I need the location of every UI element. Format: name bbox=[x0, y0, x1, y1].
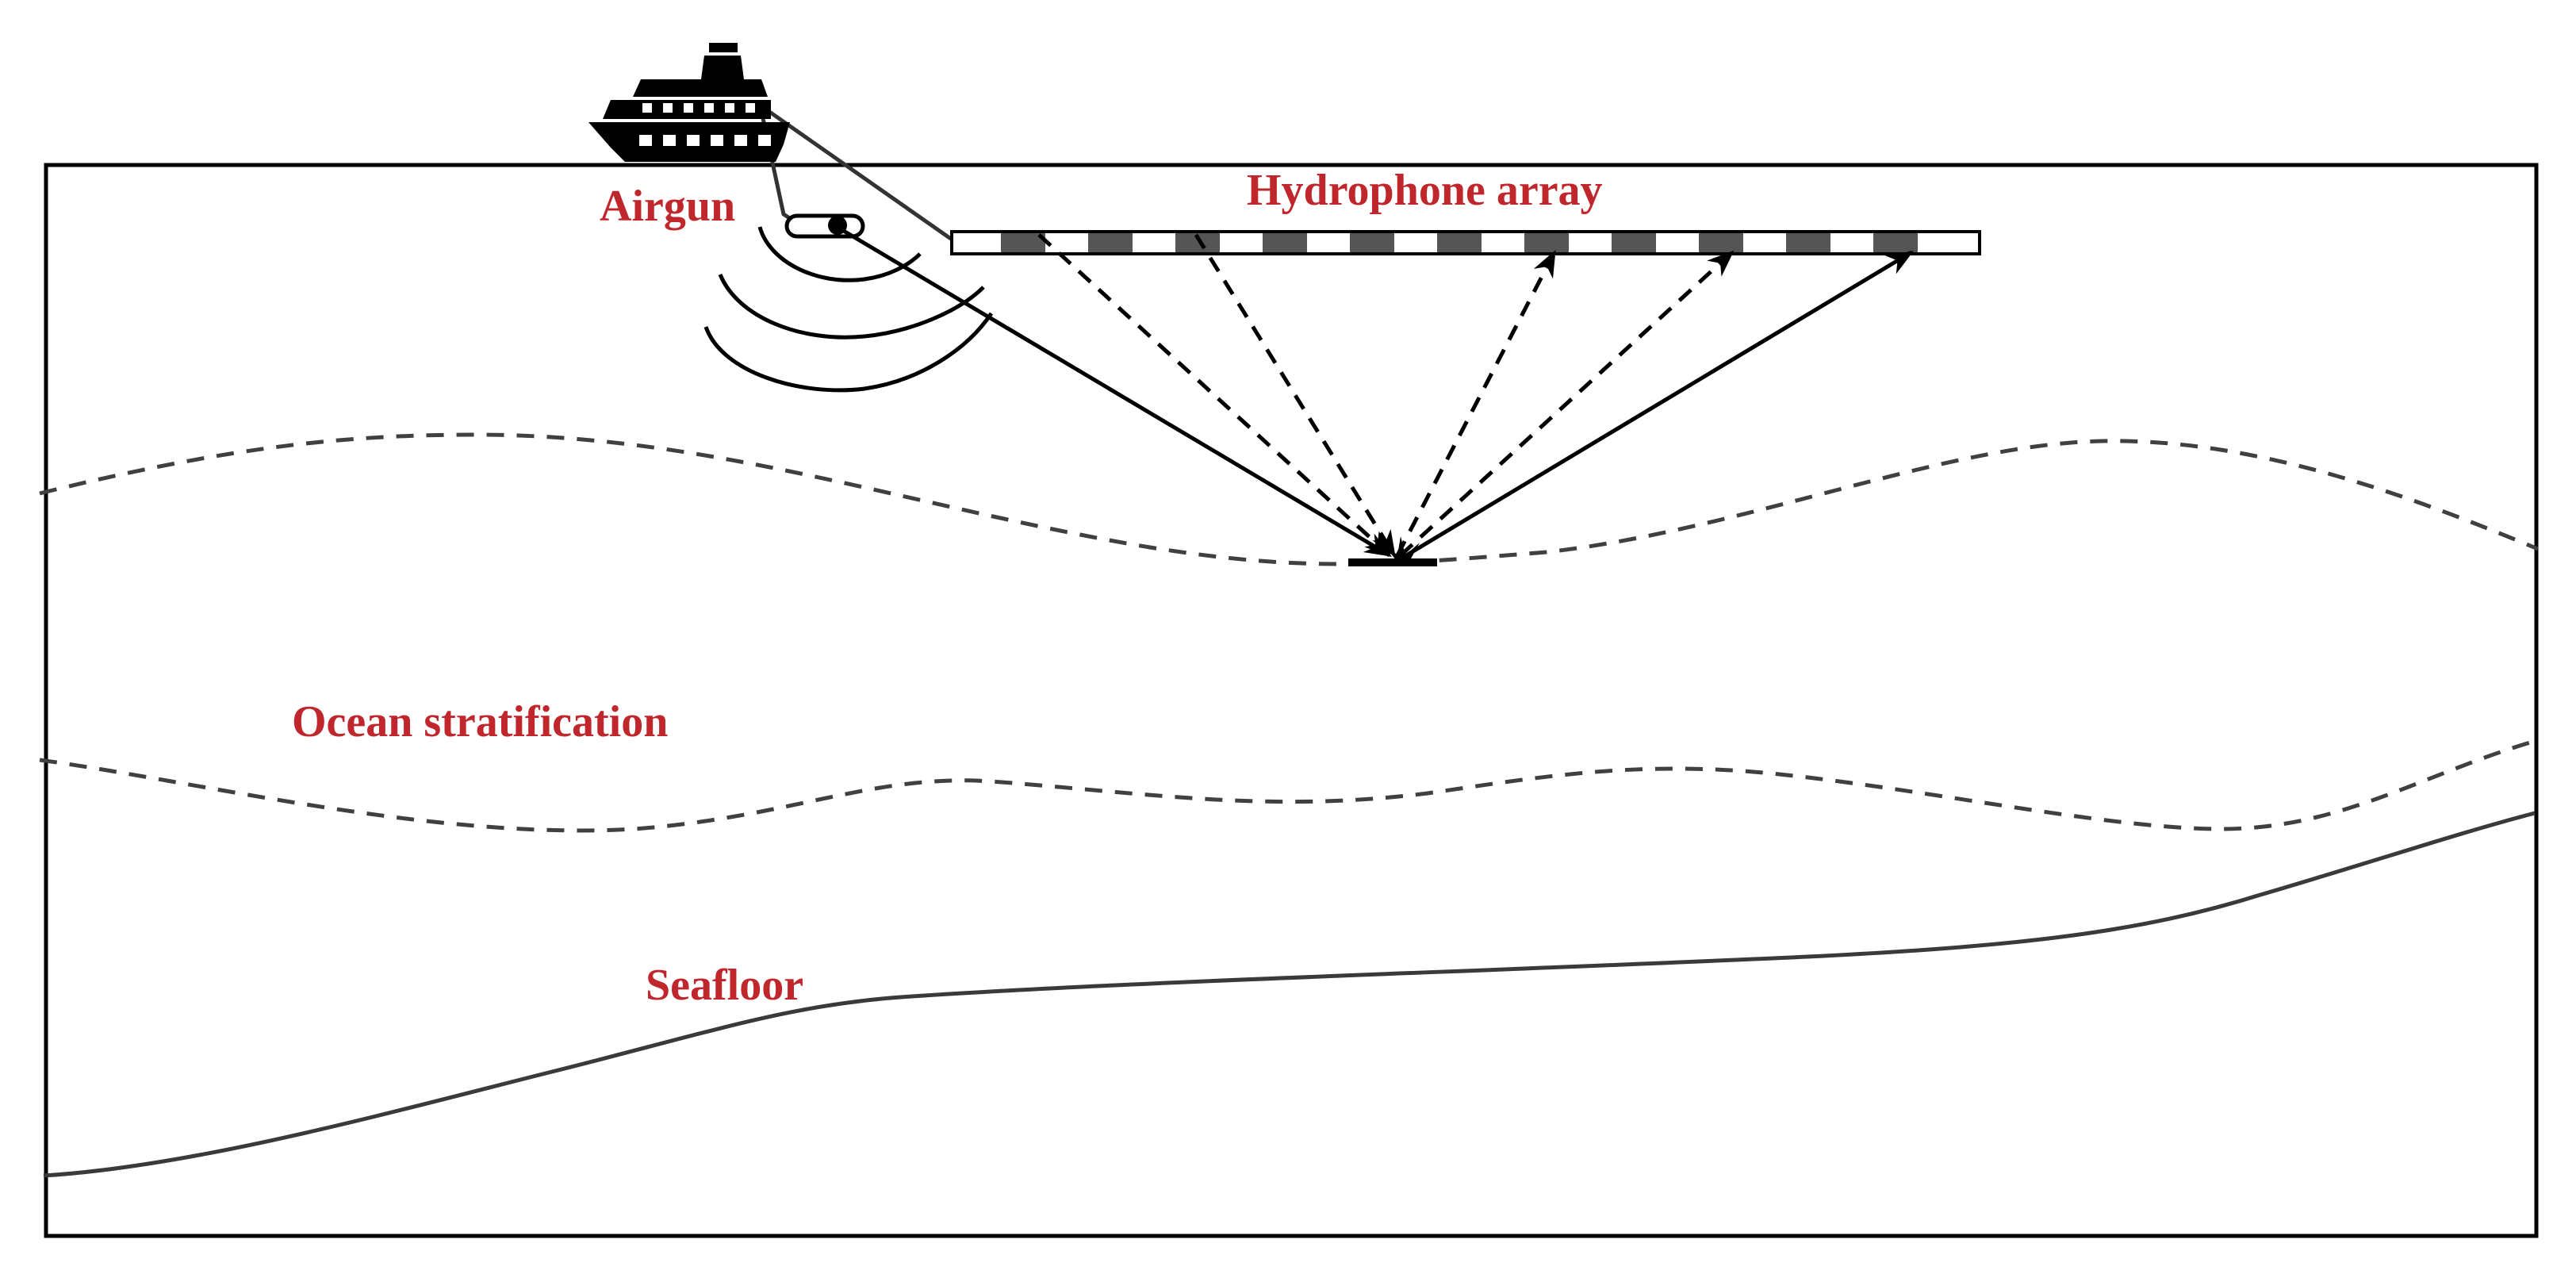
ship-icon bbox=[588, 43, 790, 162]
hydrophone-array bbox=[950, 230, 1981, 255]
airgun-label: Airgun bbox=[600, 182, 736, 231]
seafloor-line bbox=[43, 811, 2536, 1178]
dashed-ray-1 bbox=[1037, 233, 1392, 558]
dashed-rays bbox=[1037, 233, 1735, 558]
hydrophone-segment bbox=[1350, 233, 1394, 252]
incident-ray bbox=[841, 228, 1392, 558]
hydrophone-segment bbox=[1524, 233, 1569, 252]
hydrophone-segment bbox=[1088, 233, 1133, 252]
hydrophone-segment bbox=[1263, 233, 1307, 252]
hydrophone-segment bbox=[1699, 233, 1743, 252]
diagram-frame bbox=[44, 163, 2539, 1238]
seafloor-label: Seafloor bbox=[646, 961, 804, 1010]
dashed-ray-2 bbox=[1194, 233, 1397, 558]
hydrophone-array-label: Hydrophone array bbox=[1247, 166, 1603, 215]
ocean-stratification-label: Ocean stratification bbox=[292, 697, 669, 746]
hydrophone-segment bbox=[1437, 233, 1482, 252]
hydrophone-segment bbox=[1612, 233, 1656, 252]
reflected-ray-solid bbox=[1402, 250, 1914, 559]
hydrophone-segment bbox=[1786, 233, 1830, 252]
stratification-layer-lower bbox=[39, 740, 2531, 833]
dashed-ray-4 bbox=[1399, 250, 1735, 557]
stratification-layer-upper bbox=[39, 432, 2539, 566]
sound-wave-arcs bbox=[703, 226, 994, 393]
dashed-ray-3 bbox=[1395, 249, 1557, 557]
hydrophone-segment bbox=[1873, 233, 1918, 252]
